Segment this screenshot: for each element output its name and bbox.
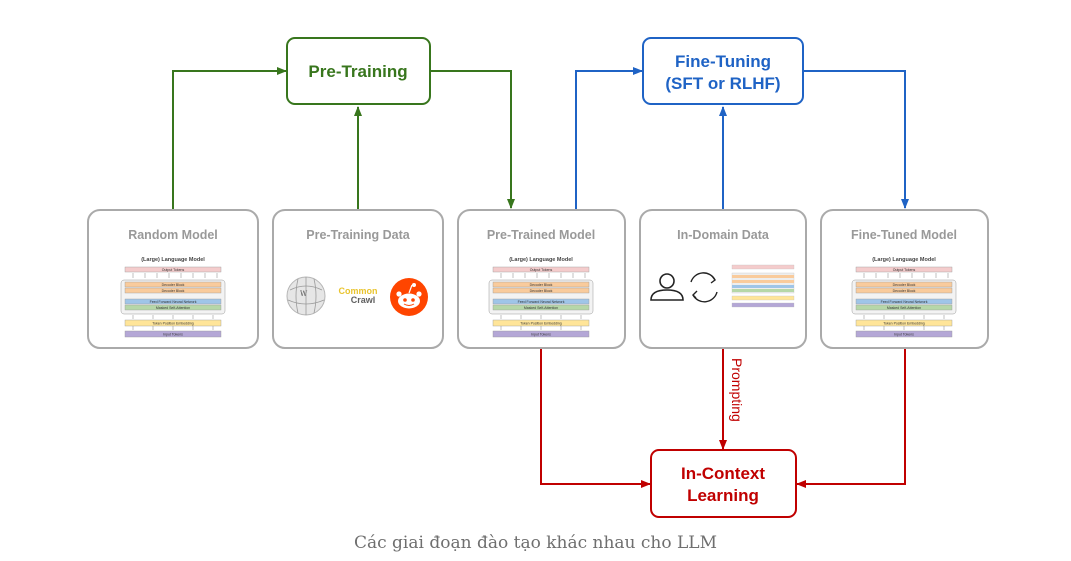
edge-pretraining-to-pretrained xyxy=(430,70,515,209)
wikipedia-logo-icon: W xyxy=(286,276,326,316)
random-model-schematic xyxy=(120,256,226,338)
refresh-cycle-icon xyxy=(690,272,718,303)
data-table-icon xyxy=(731,264,795,308)
in-domain-data-card: In-Domain Data xyxy=(639,209,807,349)
fine-tuned-model-card: Fine-Tuned Model xyxy=(820,209,989,349)
edge-pretrained-to-finetuning xyxy=(575,67,643,210)
pre-training-data-title: Pre-Training Data xyxy=(306,228,411,242)
edge-random-to-pretraining xyxy=(172,67,287,210)
in-context-label-line1: In-Context xyxy=(681,464,765,483)
pre-trained-model-title: Pre-Trained Model xyxy=(487,228,595,242)
fine-tuned-model-schematic xyxy=(851,256,957,338)
fine-tuned-model-title: Fine-Tuned Model xyxy=(851,228,957,242)
person-icon xyxy=(650,273,684,301)
in-context-learning-node: In-Context Learning xyxy=(650,449,797,518)
pre-trained-model-schematic xyxy=(488,256,594,338)
fine-tuning-label: Fine-Tuning xyxy=(675,52,771,71)
in-domain-data-title: In-Domain Data xyxy=(677,228,770,242)
pre-training-label: Pre-Training xyxy=(308,62,407,81)
random-model-title: Random Model xyxy=(128,228,218,242)
common-crawl-logo-line1: Common xyxy=(339,286,378,296)
fine-tuning-sublabel: (SFT or RLHF) xyxy=(665,74,780,93)
in-context-label-line2: Learning xyxy=(687,486,759,505)
edge-pretrained-to-incontext xyxy=(540,348,651,488)
reddit-logo-icon xyxy=(390,278,428,316)
common-crawl-logo-line2: Crawl xyxy=(351,295,376,305)
figure-caption: Các giai đoạn đào tạo khác nhau cho LLM xyxy=(353,533,718,553)
svg-text:W: W xyxy=(300,290,308,298)
fine-tuning-node: Fine-Tuning (SFT or RLHF) xyxy=(642,37,804,105)
pre-training-data-card: Pre-Training Data W Common Crawl xyxy=(272,209,444,349)
edge-finetuned-to-incontext xyxy=(796,348,906,488)
prompting-label: Prompting xyxy=(729,358,745,422)
pre-trained-model-card: Pre-Trained Model xyxy=(457,209,626,349)
pre-training-node: Pre-Training xyxy=(286,37,431,105)
edge-finetuning-to-finetuned xyxy=(803,70,909,209)
random-model-card: Random Model xyxy=(87,209,259,349)
